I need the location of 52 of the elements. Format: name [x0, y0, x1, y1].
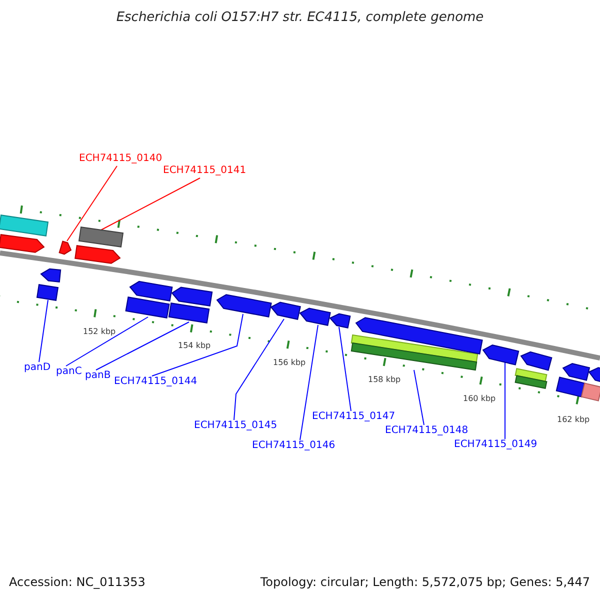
gene-bar	[514, 368, 548, 389]
leader-line	[152, 314, 244, 376]
leader-line	[96, 322, 190, 370]
gene-feature	[329, 313, 351, 328]
gene-feature	[58, 240, 72, 255]
leader-line	[38, 300, 48, 362]
gene-label: panD	[24, 363, 51, 373]
gene-label: ECH74115_0145	[194, 421, 278, 431]
scale-label: 160 kbp	[463, 395, 496, 403]
gene-bar	[580, 382, 600, 402]
gene-feature	[355, 317, 483, 354]
gene-label: ECH74115_0147	[312, 412, 396, 422]
gene-label: ECH74115_0141	[163, 166, 246, 176]
gene-feature	[171, 286, 213, 306]
leader-line	[100, 178, 200, 230]
gene-feature	[0, 234, 45, 253]
gene-bar	[78, 226, 124, 248]
leader-line	[66, 166, 118, 242]
gene-bar	[350, 334, 478, 371]
gene-bar	[36, 284, 59, 301]
gene-label: ECH74115_0148	[385, 426, 468, 436]
scale-label: 152 kbp	[83, 328, 116, 336]
gene-feature	[520, 351, 552, 371]
gene-feature	[40, 268, 62, 283]
leader-line	[66, 316, 148, 366]
footer-text: Topology: circular; Length: 5,572,075 bp; Genes: 5,447	[260, 576, 590, 588]
scale-label: 158 kbp	[368, 376, 401, 384]
gene-bar	[125, 296, 170, 318]
gene-feature	[299, 308, 331, 326]
leader-line	[504, 360, 506, 440]
gene-bar	[168, 302, 210, 324]
gene-bar	[556, 376, 586, 398]
leader-line	[234, 318, 284, 420]
scale-label: 162 kbp	[557, 416, 590, 424]
gene-label: panB	[85, 371, 111, 381]
leader-line	[300, 324, 318, 440]
gene-feature	[588, 367, 600, 383]
title: Escherichia coli O157:H7 str. EC4115, complete genome	[115, 11, 485, 24]
scale-label: 156 kbp	[273, 359, 306, 367]
leader-line	[338, 326, 352, 412]
scale-label: 154 kbp	[178, 342, 211, 350]
gene-feature	[129, 280, 173, 302]
gene-label: ECH74115_0140	[79, 154, 162, 164]
gene-bar	[0, 214, 49, 236]
gene-feature	[74, 245, 121, 264]
gene-feature	[270, 302, 301, 320]
gene-label: panC	[56, 367, 82, 377]
gene-label: ECH74115_0144	[114, 377, 198, 387]
gene-label: ECH74115_0149	[454, 440, 538, 450]
gene-label: ECH74115_0146	[252, 441, 336, 451]
gene-feature	[482, 344, 520, 366]
footer-text: Accession: NC_011353	[9, 576, 146, 588]
